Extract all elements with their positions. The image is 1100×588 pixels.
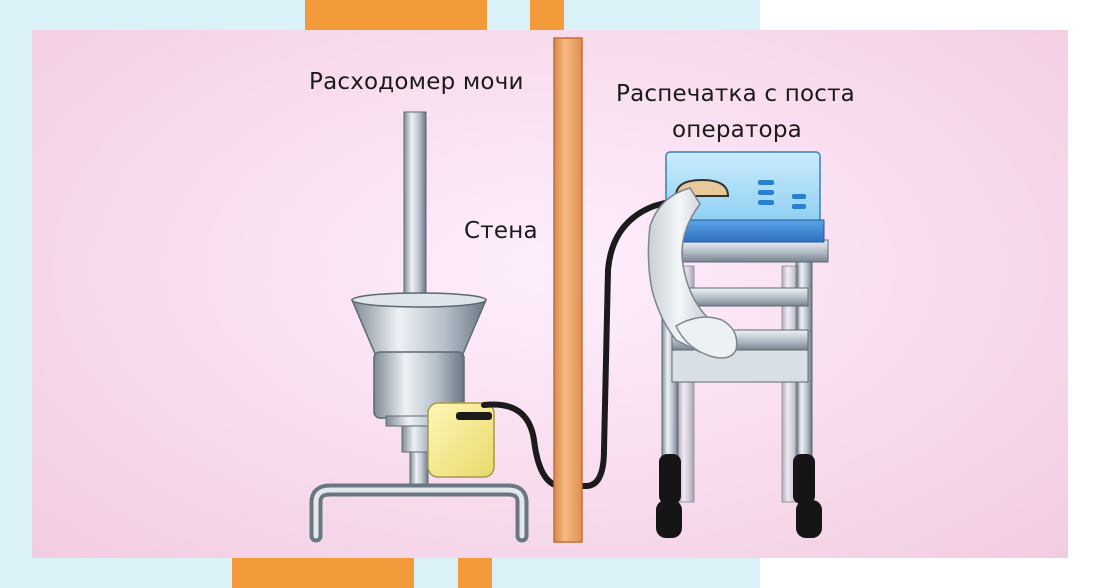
signal-cable: [481, 197, 679, 490]
flowmeter-label: Расходомер мочи: [309, 69, 524, 95]
printer-console: [665, 151, 825, 243]
flowmeter-stand: [309, 111, 529, 543]
sensor-box: [427, 402, 495, 478]
printout-label-line1: Распечатка с поста: [616, 81, 855, 107]
decor-orange-bottom-right: [458, 556, 492, 588]
paper-printout: [647, 187, 738, 359]
decor-orange-top-right: [530, 0, 564, 32]
operator-cart: [656, 239, 829, 538]
printout-label-line2: оператора: [672, 117, 802, 143]
decor-orange-bottom-left: [232, 556, 414, 588]
decor-orange-top-left: [305, 0, 487, 32]
illustration-panel: [32, 30, 1068, 558]
wall-label: Стена: [464, 218, 538, 244]
wall: [553, 37, 583, 543]
